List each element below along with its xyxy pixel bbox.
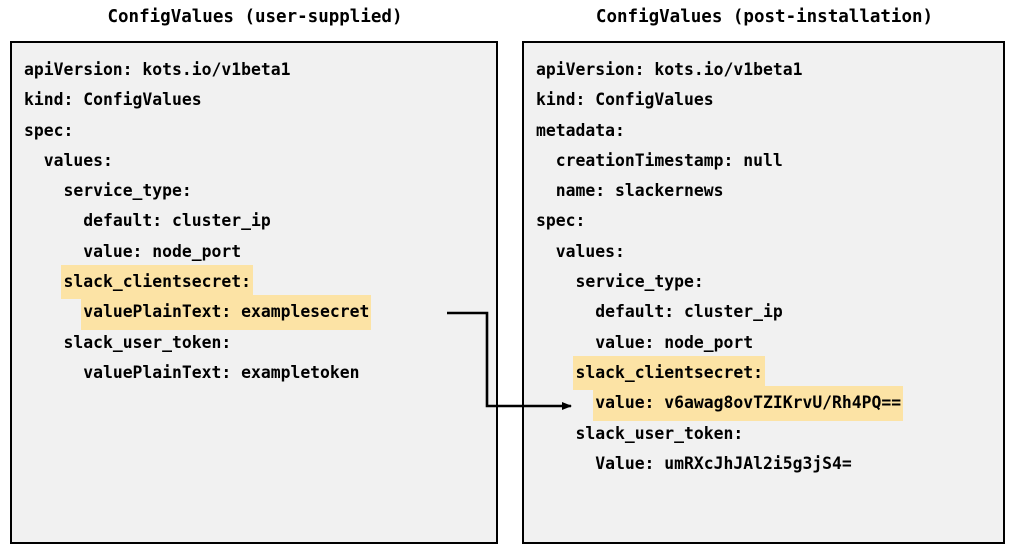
code-text: apiVersion: kots.io/v1beta1 bbox=[24, 60, 291, 79]
code-line: default: cluster_ip bbox=[12, 206, 496, 236]
code-line: slack_clientsecret: bbox=[524, 357, 1003, 389]
code-line: valuePlainText: exampletoken bbox=[12, 358, 496, 388]
right-config-values-box: apiVersion: kots.io/v1beta1 kind: ConfigV… bbox=[522, 41, 1005, 544]
code-indent bbox=[24, 211, 83, 230]
code-line: service_type: bbox=[12, 176, 496, 206]
code-line: spec: bbox=[12, 116, 496, 146]
code-indent bbox=[536, 333, 595, 352]
code-line: apiVersion: kots.io/v1beta1 bbox=[12, 55, 496, 85]
code-line: value: node_port bbox=[524, 328, 1003, 358]
right-panel: ConfigValues (post-installation) apiVers… bbox=[510, 0, 1019, 559]
code-line: values: bbox=[524, 237, 1003, 267]
right-panel-title: ConfigValues (post-installation) bbox=[595, 7, 934, 27]
code-line: service_type: bbox=[524, 267, 1003, 297]
code-line: slack_clientsecret: bbox=[12, 267, 496, 298]
code-indent bbox=[24, 242, 83, 261]
code-text: spec: bbox=[536, 211, 586, 231]
code-indent bbox=[536, 363, 575, 382]
code-text: valuePlainText: exampletoken bbox=[83, 362, 360, 382]
code-text: slack_user_token: bbox=[575, 423, 744, 443]
code-indent bbox=[536, 272, 575, 291]
code-line: slack_user_token: bbox=[12, 328, 496, 358]
code-line: Value: umRXcJhJAl2i5g3jS4= bbox=[524, 449, 1003, 479]
code-indent bbox=[536, 302, 595, 321]
code-text: spec: bbox=[24, 120, 74, 140]
left-panel-title: ConfigValues (user-supplied) bbox=[107, 7, 403, 27]
code-text: kind: ConfigValues bbox=[24, 90, 202, 110]
code-line: creationTimestamp: null bbox=[524, 146, 1003, 176]
code-text-highlighted: slack_clientsecret: bbox=[63, 267, 251, 298]
code-text: default: cluster_ip bbox=[595, 302, 783, 322]
code-text: value: node_port bbox=[595, 332, 754, 352]
code-indent bbox=[24, 302, 83, 321]
code-text-highlighted: slack_clientsecret: bbox=[575, 357, 763, 389]
code-text: kind: ConfigValues bbox=[536, 90, 714, 110]
code-indent bbox=[536, 242, 556, 261]
code-indent bbox=[536, 393, 595, 412]
code-line: value: node_port bbox=[12, 237, 496, 267]
code-text: Value: umRXcJhJAl2i5g3jS4= bbox=[595, 453, 852, 473]
code-line: value: v6awag8ovTZIKrvU/Rh4PQ== bbox=[524, 388, 1003, 419]
code-indent bbox=[536, 151, 556, 170]
code-text: value: node_port bbox=[83, 241, 242, 261]
code-text-highlighted: value: v6awag8ovTZIKrvU/Rh4PQ== bbox=[595, 388, 902, 419]
code-line: valuePlainText: examplesecret bbox=[12, 297, 496, 328]
code-indent bbox=[24, 333, 63, 352]
code-text: name: slackernews bbox=[555, 181, 724, 201]
code-text-highlighted: valuePlainText: examplesecret bbox=[83, 297, 370, 328]
code-line: kind: ConfigValues bbox=[12, 85, 496, 115]
code-text: slack_user_token: bbox=[63, 332, 232, 352]
code-line: metadata: bbox=[524, 116, 1003, 146]
code-indent bbox=[24, 181, 63, 200]
code-line: default: cluster_ip bbox=[524, 297, 1003, 327]
code-text: service_type: bbox=[63, 181, 192, 201]
code-indent bbox=[536, 181, 556, 200]
code-text: default: cluster_ip bbox=[83, 211, 271, 231]
code-line: apiVersion: kots.io/v1beta1 bbox=[524, 55, 1003, 85]
code-indent bbox=[24, 363, 83, 382]
code-text: metadata: bbox=[536, 120, 625, 140]
code-indent bbox=[536, 424, 575, 443]
code-text: creationTimestamp: null bbox=[555, 150, 783, 170]
code-text: apiVersion: kots.io/v1beta1 bbox=[536, 60, 803, 79]
code-indent bbox=[24, 272, 63, 291]
left-panel: ConfigValues (user-supplied) apiVersion:… bbox=[10, 7, 498, 544]
code-line: spec: bbox=[524, 206, 1003, 236]
code-text: values: bbox=[43, 150, 113, 170]
left-config-values-box: apiVersion: kots.io/v1beta1 kind: ConfigV… bbox=[10, 41, 498, 544]
code-line: name: slackernews bbox=[524, 176, 1003, 206]
code-line: kind: ConfigValues bbox=[524, 85, 1003, 115]
code-text: service_type: bbox=[575, 272, 704, 292]
code-line: values: bbox=[12, 146, 496, 176]
code-line: slack_user_token: bbox=[524, 419, 1003, 449]
code-indent bbox=[536, 454, 595, 473]
code-indent bbox=[24, 151, 44, 170]
code-text: values: bbox=[555, 241, 625, 261]
